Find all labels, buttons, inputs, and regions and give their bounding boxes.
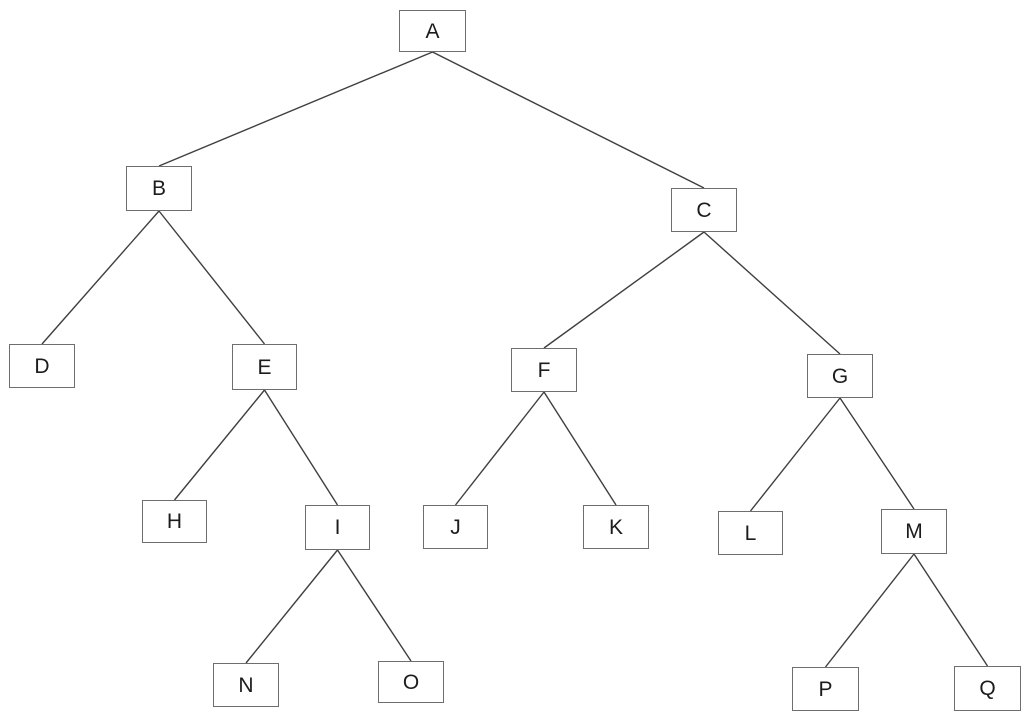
- tree-node-k: K: [583, 505, 649, 549]
- tree-edge-g-m: [839, 397, 915, 510]
- tree-node-c: C: [671, 188, 737, 232]
- tree-edge-i-n: [245, 549, 339, 664]
- tree-edge-i-o: [336, 549, 412, 662]
- tree-node-f: F: [511, 348, 577, 392]
- tree-edge-m-q: [913, 553, 989, 667]
- tree-node-i: I: [305, 505, 370, 550]
- tree-edge-b-d: [41, 210, 160, 345]
- tree-node-h: H: [142, 500, 207, 543]
- tree-edge-a-b: [158, 51, 433, 167]
- tree-edge-f-k: [543, 391, 617, 506]
- tree-node-d: D: [9, 344, 75, 388]
- tree-edge-b-e: [158, 210, 266, 345]
- tree-edge-a-c: [432, 51, 705, 189]
- tree-edge-m-p: [824, 553, 915, 668]
- tree-node-a: A: [399, 10, 466, 52]
- tree-node-l: L: [718, 511, 783, 555]
- tree-node-g: G: [807, 354, 873, 398]
- tree-node-j: J: [423, 505, 488, 549]
- tree-edge-c-f: [543, 231, 705, 349]
- tree-node-o: O: [378, 661, 444, 703]
- tree-node-e: E: [232, 344, 297, 390]
- tree-edge-e-h: [173, 389, 266, 501]
- tree-node-b: B: [126, 166, 192, 211]
- tree-node-p: P: [792, 667, 859, 711]
- tree-edge-f-j: [454, 391, 545, 506]
- tree-edge-e-i: [263, 389, 339, 506]
- tree-node-n: N: [213, 663, 279, 707]
- tree-node-q: Q: [954, 666, 1021, 711]
- tree-edge-c-g: [703, 231, 841, 355]
- tree-edge-g-l: [749, 397, 841, 512]
- tree-node-m: M: [881, 509, 947, 554]
